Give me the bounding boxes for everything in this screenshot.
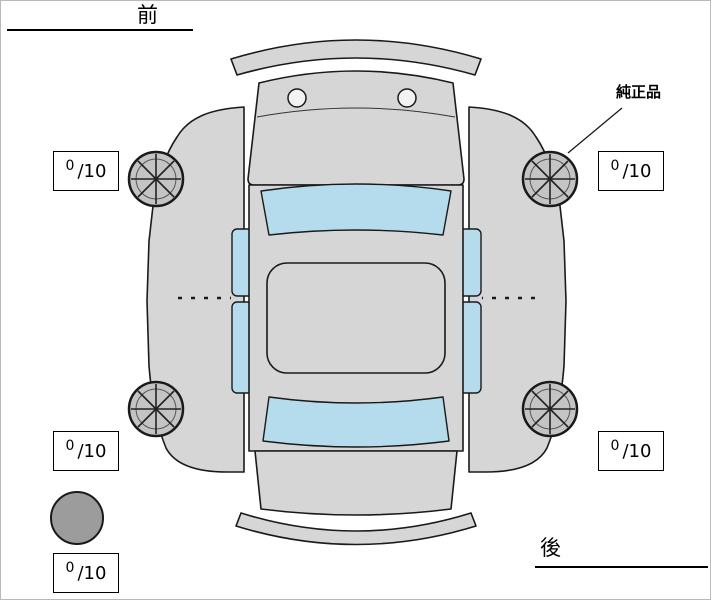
- tread-denominator: /10: [622, 160, 652, 182]
- rear-bumper: [235, 512, 477, 546]
- tread-box-rear-right: 0 /10: [598, 431, 664, 471]
- trunk: [254, 450, 458, 516]
- front-bumper: [230, 39, 482, 76]
- wheel-rear-right-icon: [521, 380, 579, 438]
- tread-value: 0: [610, 158, 620, 174]
- tread-box-front-right: 0 /10: [598, 151, 664, 191]
- tread-box-spare: 0 /10: [53, 553, 119, 593]
- tread-denominator: /10: [622, 440, 652, 462]
- tread-denominator: /10: [77, 440, 107, 462]
- car-top-view: [230, 39, 482, 546]
- rear-label: 後: [540, 536, 561, 560]
- cowl-line: [256, 107, 456, 118]
- wheel-front-left-icon: [127, 150, 185, 208]
- front-label: 前: [137, 3, 158, 27]
- tread-denominator: /10: [77, 562, 107, 584]
- genuine-part-pointer-line: [567, 107, 623, 154]
- tread-box-rear-left: 0 /10: [53, 431, 119, 471]
- wheel-front-right-icon: [521, 150, 579, 208]
- rear-underline: [535, 566, 708, 568]
- spare-tire-icon: [50, 491, 104, 545]
- genuine-part-label: 純正品: [616, 83, 662, 101]
- tread-denominator: /10: [77, 160, 107, 182]
- rear-glass: [262, 396, 450, 448]
- tread-box-front-left: 0 /10: [53, 151, 119, 191]
- hood: [247, 70, 465, 186]
- hood-circle-left: [287, 88, 307, 108]
- tread-value: 0: [65, 438, 75, 454]
- wheel-rear-left-icon: [127, 380, 185, 438]
- front-underline: [7, 29, 193, 31]
- tread-value: 0: [65, 158, 75, 174]
- roof: [266, 262, 446, 374]
- tread-value: 0: [65, 560, 75, 576]
- hood-circle-right: [397, 88, 417, 108]
- tread-value: 0: [610, 438, 620, 454]
- windshield: [260, 183, 452, 236]
